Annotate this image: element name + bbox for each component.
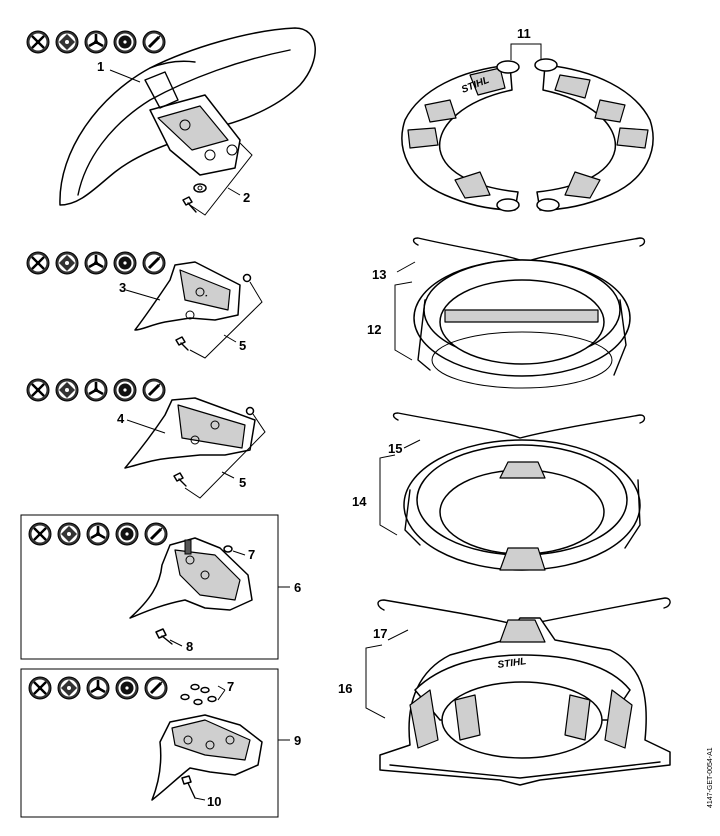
grass-cutting-blade-icon [26,251,50,275]
grass-cutting-blade-icon [26,30,50,54]
leader-line-15 [403,439,421,449]
bracket-5b [184,413,266,499]
callout-17: 17 [373,626,387,641]
screw-and-washer-part-2 [182,183,207,213]
spring-wire-part-13 [412,237,646,263]
callout-10: 10 [207,794,221,809]
callout-6: 6 [294,580,301,595]
collar-ring-part-14 [403,439,641,571]
brush-knife-icon [55,30,79,54]
circular-saw-blade-icon [115,522,139,546]
screw-part-5a [175,273,252,351]
grass-cutting-blade-icon [26,378,50,402]
callout-5b: 5 [239,475,246,490]
deflector-part-4 [124,397,256,469]
mowing-head-icon [144,522,168,546]
callout-11: 11 [517,26,531,41]
spring-wire-part-15 [392,412,646,439]
leader-line-1 [109,69,141,83]
callout-7a: 7 [248,547,255,562]
guard-ring-part-11: STIHL [401,58,654,212]
circular-saw-blade-icon [115,676,139,700]
callout-4: 4 [117,411,125,426]
bracket-16 [365,644,386,719]
callout-14: 14 [352,494,367,509]
shredder-blade-icon [86,676,110,700]
icon-row-5 [28,676,168,700]
washer-part-7a [223,545,233,553]
mowing-head-icon [142,251,166,275]
icon-row-1 [26,30,166,54]
callout-9: 9 [294,733,301,748]
icon-row-4 [28,522,168,546]
guard-base-logo: STIHL [497,656,527,671]
bracket-11 [510,43,542,60]
brush-knife-icon [57,676,81,700]
mowing-head-icon [144,676,168,700]
deflector-part-3: . [134,261,241,331]
leader-line-5a [223,334,237,343]
bracket-5a [189,281,263,359]
leader-line-13 [396,261,416,273]
callout-3: 3 [119,280,126,295]
grass-cutting-blade-icon [28,676,52,700]
brush-knife-icon [57,522,81,546]
callout-1: 1 [97,59,104,74]
callout-13: 13 [372,267,386,282]
circular-saw-blade-icon [113,251,137,275]
shredder-blade-icon [84,30,108,54]
leader-line-8 [169,639,183,647]
icon-row-2 [26,251,166,275]
leader-line-10 [194,797,206,801]
deflector-part-6 [129,537,253,619]
leader-line-3 [125,289,161,301]
bracket-14 [379,454,398,536]
screw-part-5b [173,406,255,487]
deflector-part-9 [151,714,263,801]
leader-line-17 [387,629,409,641]
washers-part-7b [180,683,217,706]
kit-box-9 [20,668,279,818]
document-id: 4147-GET-0054-A1 [707,747,714,808]
bracket-2 [189,142,253,216]
leader-line-5b [221,471,235,479]
mowing-head-icon [142,30,166,54]
grass-cutting-blade-icon [28,522,52,546]
leader-line-2 [227,187,241,196]
bracket-12 [394,281,413,361]
part-3-logo: . [204,288,210,299]
screw-part-10 [181,775,196,799]
shredder-blade-icon [86,522,110,546]
deflector-guard-part-1 [59,27,316,206]
shredder-blade-icon [84,251,108,275]
bracket-7b [217,685,226,701]
callout-15: 15 [388,441,402,456]
guard-base-part-16: STIHL [379,617,671,786]
callout-2: 2 [243,190,250,205]
shredder-blade-icon [84,378,108,402]
leader-line-4 [126,419,166,434]
collar-ring-part-12 [413,259,631,389]
circular-saw-blade-icon [113,378,137,402]
brush-knife-icon [55,378,79,402]
screw-part-8 [155,628,173,645]
callout-7b: 7 [227,679,234,694]
callout-5a: 5 [239,338,246,353]
leader-line-7a [232,550,246,556]
callout-16: 16 [338,681,352,696]
circular-saw-blade-icon [113,30,137,54]
callout-8: 8 [186,639,193,654]
icon-row-3 [26,378,166,402]
mowing-head-icon [142,378,166,402]
brush-knife-icon [55,251,79,275]
callout-12: 12 [367,322,381,337]
